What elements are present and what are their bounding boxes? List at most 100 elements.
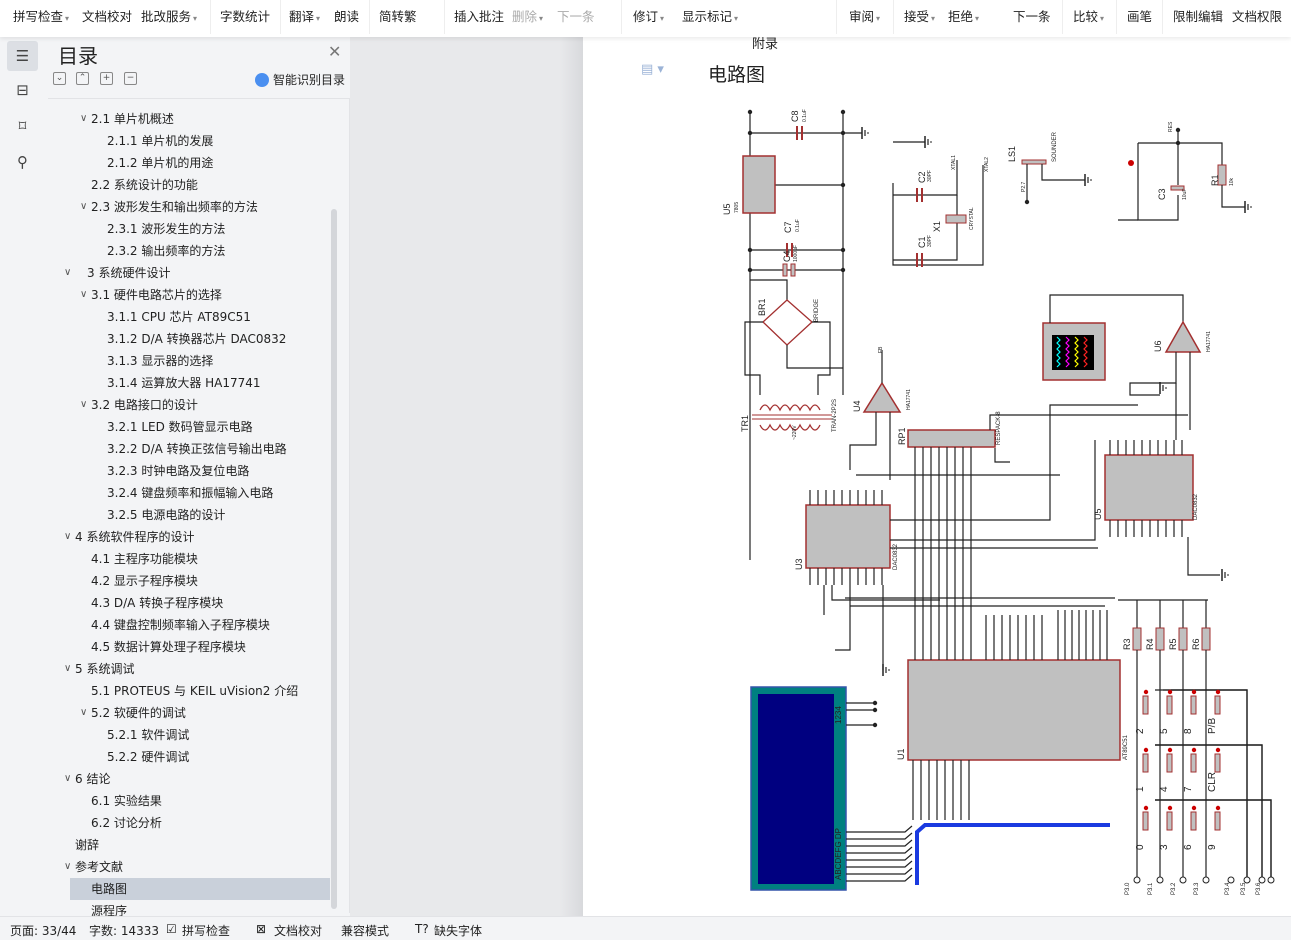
toc-item[interactable]: 3.1.1 CPU 芯片 AT89C51 [107,306,251,328]
toc-item[interactable]: 3.2 电路接口的设计 [91,394,198,416]
toc-item[interactable]: 3.2.5 电源电路的设计 [107,504,225,526]
toc-item[interactable]: 3 系统硬件设计 [87,262,170,284]
toc-item[interactable]: 电路图 [70,878,330,900]
remove-level-button[interactable]: − [124,72,137,85]
toc-scrollbar[interactable] [331,209,337,909]
chevron-down-icon[interactable]: ∨ [64,861,72,872]
toc-item[interactable]: 2.1.2 单片机的用途 [107,152,213,174]
toolbar-button-0[interactable]: 拼写检查▾ [13,6,69,25]
toc-item[interactable]: 2.1.1 单片机的发展 [107,130,213,152]
toc-item[interactable]: 4.3 D/A 转换子程序模块 [91,592,223,614]
toc-item[interactable]: 5.2.2 硬件调试 [107,746,189,768]
chevron-down-icon[interactable]: ∨ [80,113,88,124]
toc-item[interactable]: 4 系统软件程序的设计 [75,526,194,548]
toolbar-button-11[interactable]: 显示标记▾ [682,6,738,25]
toc-item-label: 3.2.5 电源电路的设计 [107,508,226,522]
toolbar-divider [1162,0,1163,34]
toc-item[interactable]: 5.2 软硬件的调试 [91,702,186,724]
search-icon[interactable]: ⚲ [17,153,28,171]
schematic-label: U5 [1093,508,1103,520]
toolbar-button-10[interactable]: 修订▾ [633,6,664,25]
toc-item-label: 2.3 波形发生和输出频率的方法 [91,200,258,214]
toolbar-button-1[interactable]: 文档校对 [82,6,132,25]
schematic-label: 30PF [927,170,933,182]
chevron-down-icon[interactable]: ∨ [80,289,88,300]
toc-item[interactable]: 2.1 单片机概述 [91,108,174,130]
opamp-u4 [862,381,902,413]
expand-up-button[interactable]: ⌃ [76,72,89,85]
toc-item[interactable]: 参考文献 [75,856,123,878]
toolbar-button-15[interactable]: 下一条 [1013,6,1051,25]
toc-item[interactable]: 2.3 波形发生和输出频率的方法 [91,196,258,218]
chevron-down-icon[interactable]: ∨ [80,201,88,212]
toc-panel-icon[interactable]: ☰ [7,41,38,71]
toc-item[interactable]: 4.4 键盘控制频率输入子程序模块 [91,614,270,636]
smart-toc-button[interactable]: 智能识别目录 [255,71,345,88]
toolbar-button-4[interactable]: 翻译▾ [289,6,320,25]
toolbar-button-13[interactable]: 接受▾ [904,6,935,25]
chevron-down-icon[interactable]: ∨ [64,663,72,674]
document-icon[interactable]: ▤ ▾ [641,62,664,77]
junction [840,130,846,136]
toc-item[interactable]: 3.2.4 键盘频率和振幅输入电路 [107,482,273,504]
toc-item[interactable]: 6.2 讨论分析 [91,812,162,834]
close-icon[interactable]: ✕ [328,42,342,61]
toc-item[interactable]: 3.2.3 时钟电路及复位电路 [107,460,249,482]
key-switch [1214,811,1221,831]
toc-item[interactable]: 3.1.2 D/A 转换器芯片 DAC0832 [107,328,286,350]
toolbar-button-9[interactable]: 下一条 [557,6,595,25]
toc-item[interactable]: 3.1.4 运算放大器 HA17741 [107,372,261,394]
toolbar-button-16[interactable]: 比较▾ [1073,6,1104,25]
junction [747,109,753,115]
toc-item[interactable]: 2.3.1 波形发生的方法 [107,218,225,240]
toolbar-button-17[interactable]: 画笔 [1127,6,1152,25]
toc-item[interactable]: 3.1 硬件电路芯片的选择 [91,284,222,306]
bookmark-icon[interactable]: ⌑ [18,117,27,135]
toc-item[interactable]: 4.5 数据计算处理子程序模块 [91,636,246,658]
toc-item[interactable]: 谢辞 [75,834,99,856]
toolbar-button-6[interactable]: 简转繁 [379,6,417,25]
toolbar-button-2[interactable]: 批改服务▾ [141,6,197,25]
toolbar-label: 字数统计 [220,9,271,24]
add-level-button[interactable]: + [100,72,113,85]
toolbar-button-3[interactable]: 字数统计 [220,6,270,25]
wire [846,839,913,847]
chevron-down-icon[interactable]: ∨ [64,531,72,542]
toolbar-button-8[interactable]: 删除▾ [512,6,543,25]
schematic-label: P3.2 [1171,882,1177,895]
missing-font[interactable]: 缺失字体 [434,924,483,938]
chevron-down-icon[interactable]: ∨ [80,707,88,718]
toc-item[interactable]: 6.1 实验结果 [91,790,162,812]
status-proofread[interactable]: 文档校对 [274,924,323,938]
toc-item[interactable]: 5.2.1 软件调试 [107,724,189,746]
toc-item[interactable]: 2.3.2 输出频率的方法 [107,240,225,262]
capacitor-c4 [782,263,788,277]
toolbar-button-5[interactable]: 朗读 [334,6,359,25]
toc-item[interactable]: 4.2 显示子程序模块 [91,570,198,592]
toc-item[interactable]: 6 结论 [75,768,110,790]
toc-item[interactable]: 3.1.3 显示器的选择 [107,350,213,372]
toc-item[interactable]: 源程序 [91,900,127,922]
toc-item[interactable]: 2.2 系统设计的功能 [91,174,198,196]
status-spell-check[interactable]: 拼写检查 [182,924,231,938]
navigation-pane-icon[interactable]: ⊟ [16,81,29,99]
toc-item[interactable]: 3.2.1 LED 数码管显示电路 [107,416,253,438]
toc-item[interactable]: 4.1 主程序功能模块 [91,548,198,570]
chevron-down-icon[interactable]: ∨ [64,773,72,784]
chevron-down-icon[interactable]: ∨ [80,399,88,410]
toc-item[interactable]: 5.1 PROTEUS 与 KEIL uVision2 介绍 [91,680,298,702]
toolbar-button-19[interactable]: 文档权限 [1232,6,1282,25]
mcu-u1 [907,659,1121,761]
collapse-all-button[interactable]: ⌄ [53,72,66,85]
schematic-label: C4 [782,250,792,262]
toolbar-button-12[interactable]: 审阅▾ [849,6,880,25]
toc-item[interactable]: 5 系统调试 [75,658,134,680]
word-count[interactable]: 字数: 14333 [89,924,160,938]
chevron-down-icon[interactable]: ∨ [64,267,72,278]
toc-item[interactable]: 3.2.2 D/A 转换正弦信号输出电路 [107,438,287,460]
toolbar-button-18[interactable]: 限制编辑 [1173,6,1223,25]
toolbar-button-14[interactable]: 拒绝▾ [948,6,979,25]
toolbar-button-7[interactable]: 插入批注 [454,6,504,25]
toc-item-label: 3.2.3 时钟电路及复位电路 [107,464,250,478]
page-count[interactable]: 页面: 33/44 [10,924,77,938]
